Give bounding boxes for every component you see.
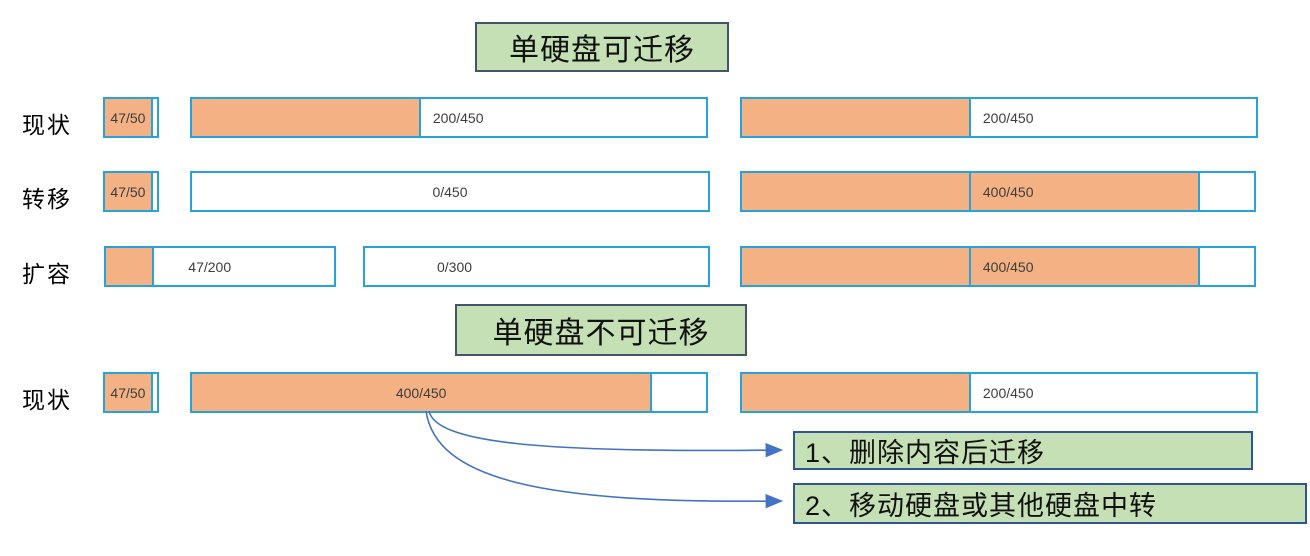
bar-segment-free: 0/300: [363, 246, 710, 287]
bar-row2-system-disk: 47/50: [103, 171, 161, 212]
disk-usage-label: 47/200: [188, 258, 232, 275]
bar-segment-used: 400/450: [190, 372, 653, 413]
bar-segment-free: [650, 372, 708, 413]
disk-usage-label: 47/50: [110, 384, 146, 401]
bar-row1-system-disk: 47/50: [103, 97, 161, 138]
bar-segment-used: [190, 97, 421, 138]
row-label-transfer: 转移: [22, 186, 72, 212]
section-title-migratable: 单硬盘可迁移: [475, 22, 729, 72]
bar-row2-data-disk-1: 0/450: [190, 171, 710, 212]
note-use-external-disk: 2、移动硬盘或其他硬盘中转: [793, 483, 1307, 524]
disk-usage-label: 200/450: [982, 109, 1034, 126]
bar-row2-data-disk-2: 400/450: [740, 171, 1260, 212]
bar-segment-free: [150, 97, 159, 138]
arrow-to-note-2: [425, 410, 784, 509]
bar-segment-used: [104, 246, 155, 287]
bar-segment-free: [150, 372, 159, 413]
section-title-not-migratable: 单硬盘不可迁移: [455, 304, 747, 356]
row-label-expand: 扩容: [22, 261, 72, 287]
row-label-current-2: 现状: [22, 387, 72, 413]
bar-segment-free: [150, 171, 159, 212]
disk-usage-label: 400/450: [982, 183, 1034, 200]
bar-row3-data-disk-2: 400/450: [740, 246, 1260, 287]
bar-segment-free: [1197, 171, 1256, 212]
bar-segment-used: [740, 171, 971, 212]
bar-segment-free: 200/450: [968, 97, 1258, 138]
bar-segment-used: [740, 372, 971, 413]
bar-row3-data-disk-1: 0/300: [363, 246, 710, 287]
bar-segment-free: [1197, 246, 1256, 287]
note-delete-then-migrate: 1、删除内容后迁移: [793, 431, 1253, 470]
bar-segment-used: 47/50: [103, 372, 153, 413]
bar-row1-data-disk-2: 200/450: [740, 97, 1260, 138]
bar-segment-used: [740, 97, 971, 138]
bar-segment-used: 47/50: [103, 97, 153, 138]
bar-segment-used: [740, 246, 971, 287]
bar-segment-used: 47/50: [103, 171, 153, 212]
bar-segment-free: 47/200: [152, 246, 336, 287]
disk-usage-label: 400/450: [395, 384, 447, 401]
bar-segment-free: 200/450: [418, 97, 708, 138]
disk-usage-label: 400/450: [982, 258, 1034, 275]
disk-usage-label: 0/450: [432, 183, 468, 200]
bar-row4-data-disk-1: 400/450: [190, 372, 710, 413]
bar-segment-used: 400/450: [968, 171, 1200, 212]
disk-usage-label: 200/450: [982, 384, 1034, 401]
disk-usage-label: 47/50: [110, 109, 146, 126]
bar-row1-data-disk-1: 200/450: [190, 97, 710, 138]
arrow-to-note-1: [428, 410, 784, 458]
bar-segment-free: 200/450: [968, 372, 1258, 413]
bar-row4-data-disk-2: 200/450: [740, 372, 1260, 413]
bar-row4-system-disk: 47/50: [103, 372, 161, 413]
disk-usage-label: 47/50: [110, 183, 146, 200]
disk-usage-label: 0/300: [437, 258, 473, 275]
disk-usage-label: 200/450: [432, 109, 484, 126]
row-label-current-1: 现状: [22, 112, 72, 138]
bar-segment-used: 400/450: [968, 246, 1200, 287]
bar-row3-system-disk: 47/200: [104, 246, 338, 287]
bar-segment-free: 0/450: [190, 171, 710, 212]
